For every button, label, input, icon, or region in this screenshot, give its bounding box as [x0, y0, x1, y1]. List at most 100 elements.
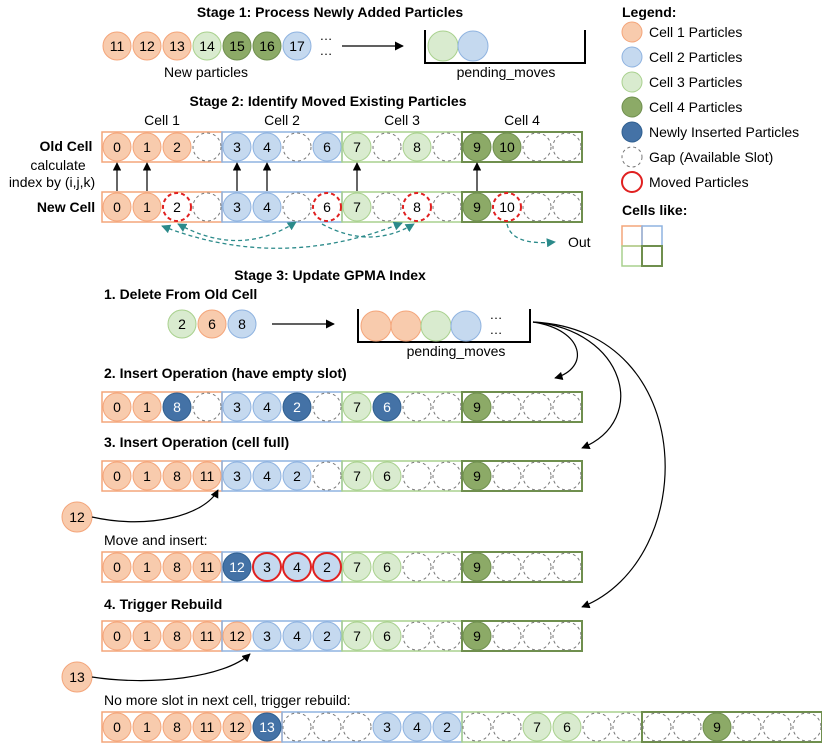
gap-slot — [552, 192, 582, 222]
particle-8: 8 — [162, 552, 192, 582]
particle-label: 9 — [713, 719, 721, 735]
particle-11: 11 — [192, 552, 222, 582]
gap-slot — [522, 192, 552, 222]
pending-particle — [420, 310, 452, 342]
particle-9: 9 — [702, 712, 732, 742]
particle-9: 9 — [462, 192, 492, 222]
gap-slot — [492, 461, 522, 491]
move-arrow-6-8 — [161, 221, 403, 249]
particle-2: 2 — [432, 712, 462, 742]
particle-label: 7 — [353, 139, 361, 155]
gap-slot — [732, 712, 762, 742]
particle-label: 2 — [173, 139, 181, 155]
particle-label: 3 — [233, 468, 241, 484]
particle-label: 0 — [113, 399, 121, 415]
calc-label-line1: calculate — [30, 157, 85, 173]
particle-label: 8 — [173, 719, 181, 735]
particle-7: 7 — [522, 712, 552, 742]
cell1-title: Cell 1 — [144, 112, 180, 128]
stage3-ellipsis-top: … — [490, 307, 503, 322]
cell-box-4 — [461, 460, 583, 492]
gap-slot — [522, 132, 552, 162]
stage3-title: Stage 3: Update GPMA Index — [234, 267, 426, 283]
cells-like-title: Cells like: — [622, 202, 687, 218]
particle-6: 6 — [372, 461, 402, 491]
particle-8: 8 — [162, 392, 192, 422]
pending-particle — [390, 310, 422, 342]
deleted-particle-2: 2 — [167, 309, 197, 339]
gap-slot — [552, 132, 582, 162]
particle-8: 8 — [402, 132, 432, 162]
particle-label: 11 — [200, 628, 215, 644]
particle-8: 8 — [162, 712, 192, 742]
particle-label: 4 — [293, 628, 301, 644]
particle-0: 0 — [102, 621, 132, 651]
new-particle-16: 16 — [252, 31, 282, 61]
legend-label: Cell 2 Particles — [649, 49, 742, 65]
particle-2: 2 — [282, 461, 312, 491]
particle-1: 1 — [132, 132, 162, 162]
particle-label: 8 — [413, 139, 421, 155]
particle-0: 0 — [102, 461, 132, 491]
particle-label: 1 — [143, 468, 151, 484]
pending-particle — [457, 30, 489, 62]
incoming-particle-13: 13 — [61, 661, 93, 693]
particle-label: 14 — [199, 38, 215, 54]
pending-arrow-to-step3 — [532, 321, 622, 449]
particle-0: 0 — [102, 392, 132, 422]
particle-6: 6 — [312, 132, 342, 162]
particle-0: 0 — [102, 552, 132, 582]
cell-box-4 — [461, 131, 583, 163]
stage2-title: Stage 2: Identify Moved Existing Particl… — [190, 93, 467, 109]
particle-6: 6 — [552, 712, 582, 742]
particle-4: 4 — [252, 132, 282, 162]
particle-1: 1 — [132, 621, 162, 651]
gap-slot — [282, 132, 312, 162]
particle-label: 8 — [238, 316, 246, 332]
particle-label: 2 — [178, 316, 186, 332]
particle-label: 2 — [293, 399, 301, 415]
legend-label: Cell 1 Particles — [649, 24, 742, 40]
new-particle-17: 17 — [282, 31, 312, 61]
cell4-title: Cell 4 — [504, 112, 540, 128]
particle-12: 12 — [222, 552, 252, 582]
particle-3: 3 — [222, 461, 252, 491]
move-arrow-8 — [321, 223, 415, 238]
particle-label: 7 — [533, 719, 541, 735]
particle-1: 1 — [132, 392, 162, 422]
particle-1: 1 — [132, 712, 162, 742]
pending-particle — [360, 310, 392, 342]
particle-8: 8 — [162, 621, 192, 651]
particle-label: 17 — [289, 38, 305, 54]
particle-label: 3 — [263, 559, 271, 575]
particle-label: 9 — [473, 139, 481, 155]
new-particle-15: 15 — [222, 31, 252, 61]
particle-8: 8 — [402, 192, 432, 222]
particle-7: 7 — [342, 392, 372, 422]
particle-label: 13 — [259, 719, 275, 735]
particle-2: 2 — [282, 392, 312, 422]
gap-slot — [312, 461, 342, 491]
particle-label: 7 — [353, 399, 361, 415]
gap-slot — [552, 461, 582, 491]
particle-3: 3 — [222, 392, 252, 422]
calc-label-line2: index by (i,j,k) — [9, 174, 95, 190]
gap-slot — [432, 392, 462, 422]
gap-slot — [432, 192, 462, 222]
incoming-particle-12: 12 — [61, 501, 93, 533]
gap-slot — [492, 712, 522, 742]
gap-slot — [582, 712, 612, 742]
particle-label: 6 — [383, 399, 391, 415]
particle-9: 9 — [462, 621, 492, 651]
rebuild-caption: No more slot in next cell, trigger rebui… — [104, 692, 351, 708]
gap-slot — [372, 192, 402, 222]
particle-label: 12 — [229, 559, 245, 575]
particle-label: 0 — [113, 468, 121, 484]
particle-4: 4 — [282, 552, 312, 582]
particle-label: 2 — [293, 468, 301, 484]
cell-box-4 — [641, 711, 822, 743]
particle-label: 6 — [323, 139, 331, 155]
